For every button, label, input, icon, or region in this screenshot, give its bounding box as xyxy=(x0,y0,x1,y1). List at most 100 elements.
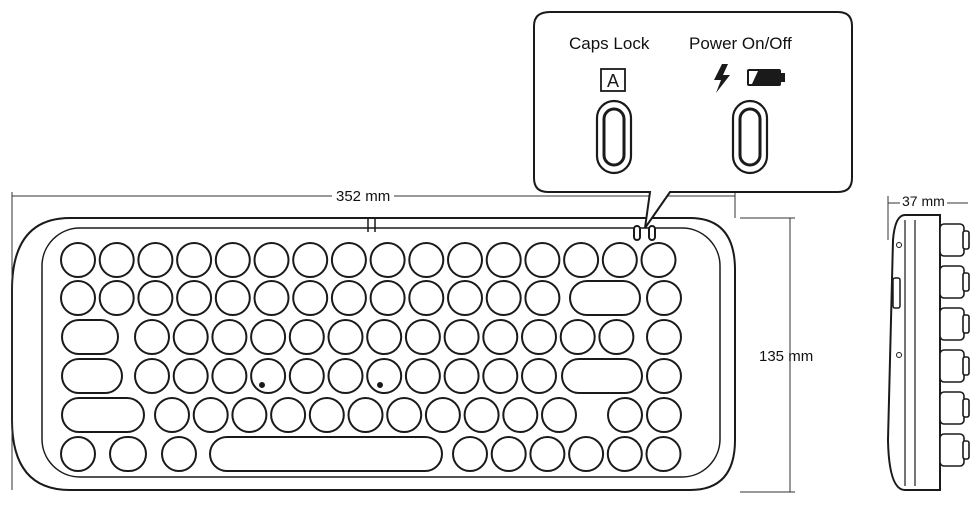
side-key xyxy=(939,307,965,341)
key xyxy=(366,319,403,355)
key xyxy=(607,397,643,433)
side-keycap xyxy=(962,398,970,418)
key xyxy=(231,397,268,433)
key xyxy=(447,280,483,316)
key xyxy=(447,242,483,278)
key xyxy=(463,397,500,433)
key xyxy=(386,397,423,433)
width-dimension-label: 352 mm xyxy=(332,188,395,205)
key xyxy=(640,242,677,278)
home-row-bump xyxy=(259,382,265,388)
backspace-key xyxy=(569,280,641,316)
key xyxy=(490,436,527,472)
key xyxy=(172,358,209,394)
key xyxy=(211,358,248,394)
depth-dimension-label: 37 mm xyxy=(900,193,947,209)
key xyxy=(176,242,213,278)
power-led xyxy=(648,225,656,241)
key xyxy=(502,397,539,433)
side-key xyxy=(939,265,965,299)
home-row-bump xyxy=(377,382,383,388)
space-key xyxy=(209,436,443,472)
height-dimension-label: 135 mm xyxy=(759,348,814,365)
side-view xyxy=(886,214,941,491)
key xyxy=(482,358,519,394)
key xyxy=(60,280,96,316)
key xyxy=(292,280,329,316)
shift-key-left xyxy=(61,397,145,433)
key xyxy=(606,436,643,472)
side-keycap xyxy=(962,314,970,334)
caps-led xyxy=(633,225,641,241)
key xyxy=(253,280,290,316)
lightning-bolt-icon xyxy=(714,64,730,93)
key xyxy=(404,319,441,355)
side-keycap xyxy=(962,440,970,460)
key xyxy=(524,280,561,316)
key xyxy=(443,358,480,394)
key xyxy=(308,397,345,433)
key xyxy=(424,397,461,433)
side-key xyxy=(939,223,965,257)
key xyxy=(253,242,290,278)
key xyxy=(292,242,329,278)
key xyxy=(60,436,96,472)
tab-key xyxy=(61,319,119,355)
key xyxy=(482,319,519,355)
key xyxy=(568,436,605,472)
key xyxy=(134,319,170,355)
key xyxy=(485,242,522,278)
power-indicator xyxy=(731,99,769,175)
key xyxy=(408,280,445,316)
key xyxy=(98,280,135,316)
battery-icon xyxy=(747,69,785,86)
key xyxy=(327,319,364,355)
key xyxy=(485,280,522,316)
key xyxy=(404,358,441,394)
key xyxy=(529,436,566,472)
key xyxy=(598,319,635,355)
key xyxy=(137,242,174,278)
key xyxy=(646,397,682,433)
key xyxy=(369,242,406,278)
key xyxy=(646,319,682,355)
key xyxy=(347,397,384,433)
key xyxy=(176,280,213,316)
caps-lock-indicator xyxy=(595,99,633,175)
key xyxy=(521,319,557,355)
key xyxy=(327,358,364,394)
key xyxy=(172,319,209,355)
key xyxy=(288,358,325,394)
key xyxy=(270,397,307,433)
key xyxy=(452,436,488,472)
keyboard-body xyxy=(11,217,736,491)
key xyxy=(563,242,600,278)
key xyxy=(366,358,403,394)
key xyxy=(161,436,197,472)
key xyxy=(137,280,174,316)
key xyxy=(646,358,682,394)
key xyxy=(408,242,445,278)
key xyxy=(443,319,480,355)
key xyxy=(192,397,229,433)
keyboard-bezel xyxy=(41,227,721,478)
side-keycap xyxy=(962,272,970,292)
key xyxy=(134,358,170,394)
key xyxy=(559,319,596,355)
key xyxy=(60,242,96,278)
fn-key xyxy=(109,436,147,472)
key xyxy=(154,397,190,433)
key xyxy=(288,319,325,355)
key xyxy=(330,280,367,316)
key xyxy=(250,319,287,355)
side-keycap xyxy=(962,230,970,250)
key xyxy=(521,358,557,394)
caps-key xyxy=(61,358,123,394)
key xyxy=(214,242,251,278)
key xyxy=(369,280,406,316)
key xyxy=(646,280,682,316)
key xyxy=(214,280,251,316)
key xyxy=(98,242,135,278)
side-keycap xyxy=(962,356,970,376)
key xyxy=(211,319,248,355)
